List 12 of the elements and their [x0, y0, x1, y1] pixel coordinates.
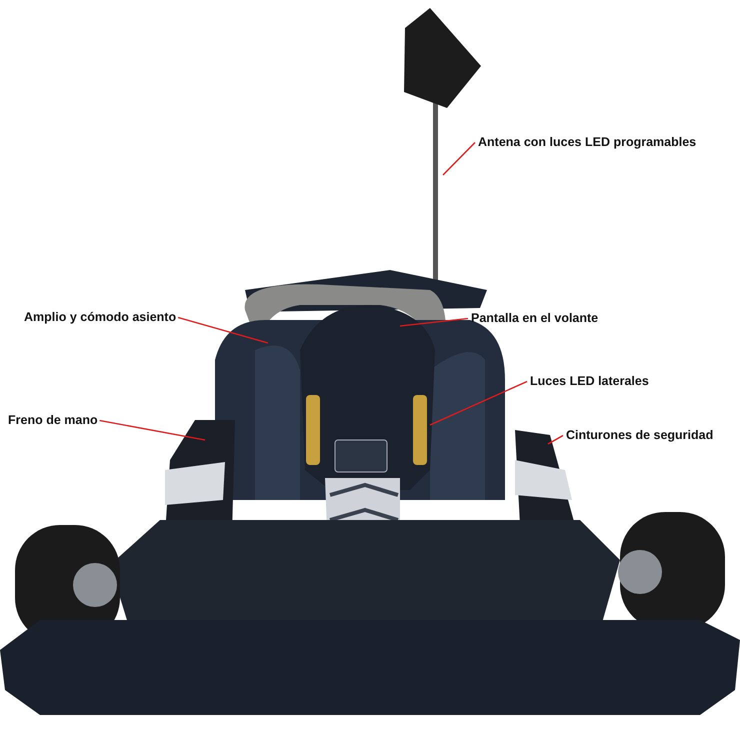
leader-line [548, 434, 564, 445]
callout-label: Cinturones de seguridad [566, 428, 714, 443]
leader-line [442, 142, 476, 176]
callout-label: Freno de mano [8, 413, 98, 428]
leader-line [99, 420, 206, 441]
callout-label: Amplio y cómodo asiento [24, 310, 176, 325]
leader-line [178, 316, 268, 344]
leader-line [430, 380, 528, 426]
leader-line [400, 318, 468, 327]
callout-label: Luces LED laterales [530, 374, 649, 389]
callout-label: Antena con luces LED programables [478, 135, 696, 150]
callout-label: Pantalla en el volante [471, 311, 598, 326]
